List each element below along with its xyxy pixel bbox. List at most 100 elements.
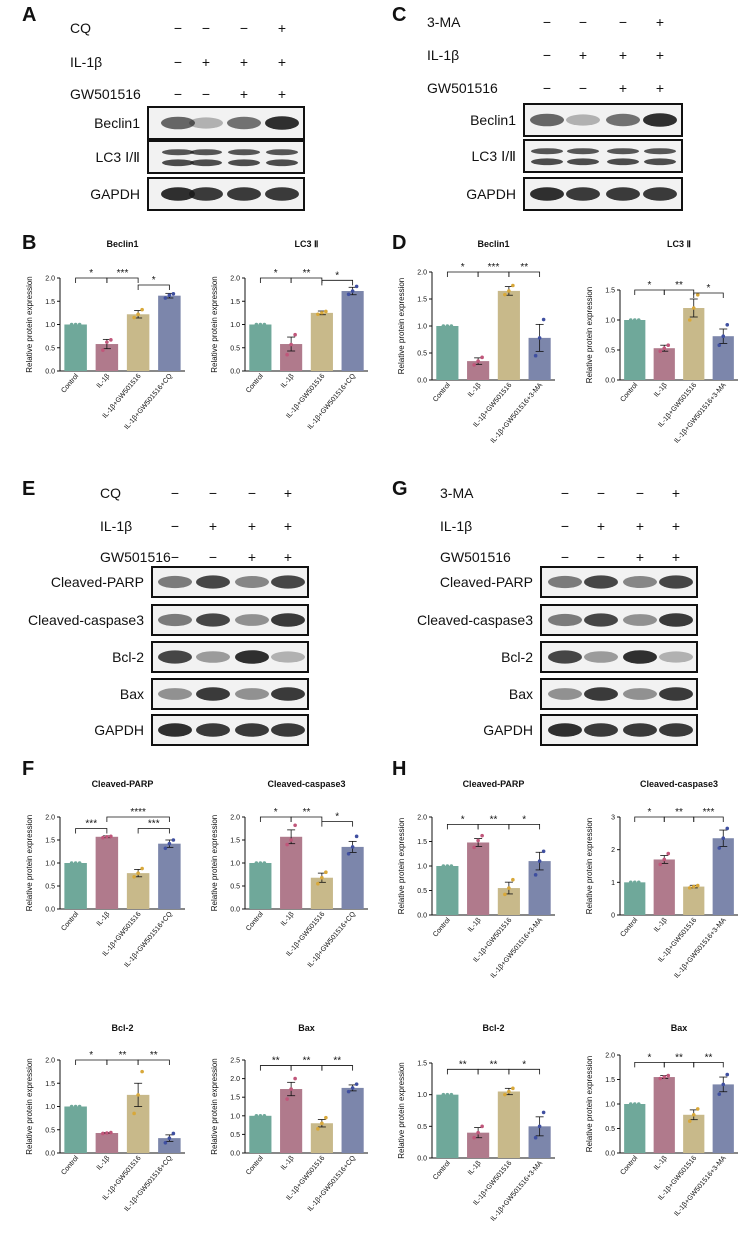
data-point (132, 315, 136, 320)
bar (683, 1114, 705, 1153)
treatment-sign: + (278, 20, 286, 36)
bar (624, 882, 646, 915)
bar (683, 886, 705, 915)
chart-title: Cleaved-PARP (463, 779, 525, 789)
band (196, 575, 230, 589)
data-point (77, 322, 82, 327)
data-point (262, 1114, 267, 1118)
chart-title: LC3 Ⅱ (667, 239, 691, 249)
bar (653, 1077, 675, 1153)
x-tick-label: Control (619, 916, 639, 938)
significance-label: ** (459, 1059, 467, 1070)
y-tick-label: 0.0 (45, 1151, 55, 1158)
data-point (109, 338, 113, 342)
treatment-sign: + (240, 54, 248, 70)
western-blot-3: CQ−−−+IL-1β−+++GW501516−−++Cleaved-PARPC… (28, 485, 309, 746)
data-point (316, 312, 320, 317)
bar (310, 312, 333, 371)
bar (64, 1106, 87, 1153)
data-point (717, 343, 722, 348)
significance-bracket (106, 277, 139, 283)
y-tick-label: 1.0 (417, 324, 427, 331)
data-point (632, 880, 637, 885)
data-point (636, 880, 641, 885)
band-label: Beclin1 (470, 112, 516, 128)
bar (95, 1133, 119, 1153)
band-label: GAPDH (466, 186, 516, 202)
treatment-sign: − (543, 14, 551, 30)
data-point (658, 862, 663, 867)
data-point (262, 322, 267, 327)
y-tick-label: 0.5 (417, 351, 427, 358)
y-tick-label: 1.5 (417, 1061, 427, 1068)
data-point (480, 833, 484, 838)
data-point (163, 846, 168, 851)
y-axis-label: Relative protein expression (210, 1058, 219, 1155)
y-axis-label: Relative protein expression (585, 1056, 594, 1153)
significance-bracket (75, 828, 108, 834)
treatment-label: IL-1β (427, 47, 459, 63)
y-tick-label: 2.0 (45, 1058, 55, 1065)
treatment-sign: + (248, 518, 256, 534)
data-point (354, 1082, 359, 1086)
band (235, 688, 269, 700)
data-point (533, 1135, 538, 1140)
y-axis-label: Relative protein expression (210, 815, 219, 912)
y-tick-label: 0.5 (230, 884, 240, 891)
y-tick-label: 0.5 (45, 884, 55, 891)
band (196, 613, 230, 627)
band (606, 187, 640, 201)
band (548, 613, 582, 627)
y-tick-label: 2.0 (45, 815, 55, 822)
significance-label: * (707, 283, 711, 294)
y-tick-label: 2.0 (230, 276, 240, 283)
treatment-sign: + (248, 549, 256, 565)
treatment-sign: − (209, 549, 217, 565)
x-tick-label: IL-1β (96, 911, 112, 928)
data-point (105, 340, 109, 344)
significance-bracket (321, 1065, 354, 1071)
data-point (480, 1124, 484, 1129)
data-point (346, 1089, 351, 1094)
data-point (666, 343, 671, 348)
bar (683, 308, 705, 380)
treatment-sign: − (209, 485, 217, 501)
y-tick-label: 0 (611, 913, 615, 920)
data-point (109, 834, 113, 839)
data-point (320, 1121, 324, 1126)
significance-label: **** (130, 807, 146, 818)
data-point (628, 880, 633, 885)
y-axis-label: Relative protein expression (210, 276, 219, 373)
treatment-sign: − (561, 485, 569, 501)
panel-letter-e: E (22, 478, 36, 500)
significance-label: ** (303, 807, 311, 818)
band (623, 576, 657, 588)
treatment-sign: − (543, 47, 551, 63)
band (162, 159, 194, 167)
y-tick-label: 0.0 (230, 907, 240, 914)
bar (249, 324, 272, 371)
band (161, 187, 195, 201)
data-point (449, 324, 454, 328)
data-point (350, 289, 355, 293)
band (161, 116, 195, 130)
bar (528, 337, 551, 380)
treatment-label: GW501516 (70, 86, 141, 102)
y-axis-label: Relative protein expression (397, 818, 406, 915)
y-tick-label: 0.0 (230, 1151, 240, 1158)
x-tick-label: IL-1β+GW501516+3-MA (490, 1160, 545, 1223)
treatment-sign: − (597, 549, 605, 565)
data-point (293, 823, 297, 828)
treatment-sign: + (672, 549, 680, 565)
band (607, 148, 639, 155)
band-label: Bcl-2 (501, 649, 533, 665)
significance-label: *** (148, 819, 160, 830)
data-point (691, 306, 696, 310)
significance-label: ** (675, 280, 683, 291)
band (266, 149, 298, 156)
